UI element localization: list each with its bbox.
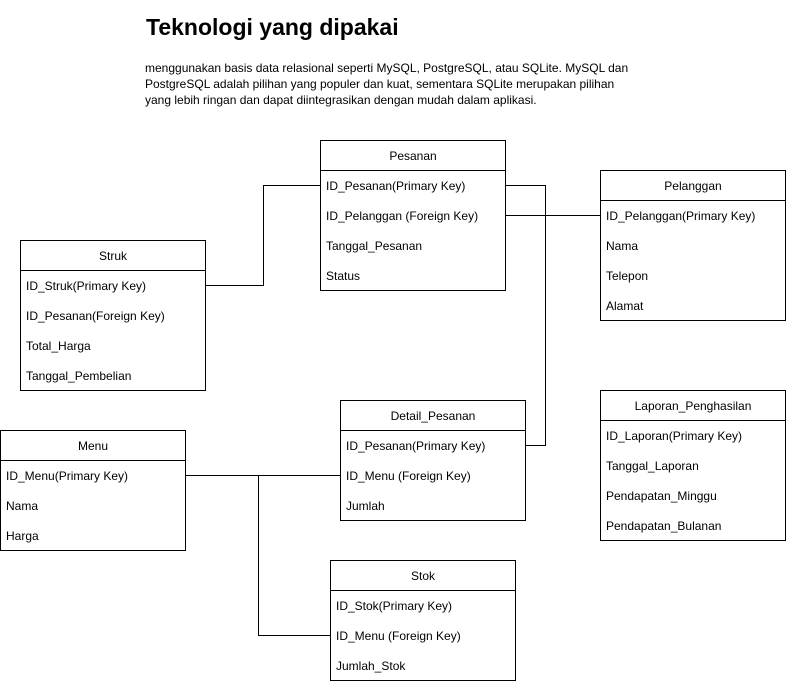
entity-field: Tanggal_Pembelian: [26, 369, 132, 383]
entity-field: Harga: [6, 529, 39, 543]
entity-field: ID_Laporan(Primary Key): [606, 429, 743, 443]
entity-field: Pendapatan_Minggu: [606, 489, 717, 503]
description-line: yang lebih ringan dan dapat diintegrasik…: [145, 93, 537, 107]
entity-field: Tanggal_Pesanan: [326, 239, 423, 253]
entity-struk[interactable]: Struk ID_Struk(Primary Key) ID_Pesanan(F…: [20, 240, 206, 391]
connector-pesanan-detail: [505, 185, 546, 446]
entity-field: ID_Menu (Foreign Key): [346, 469, 471, 483]
entity-title: Pesanan: [321, 141, 505, 171]
entity-field: Status: [326, 269, 361, 283]
description-line: menggunakan basis data relasional sepert…: [145, 61, 629, 75]
entity-title: Detail_Pesanan: [341, 401, 525, 431]
description: menggunakan basis data relasional sepert…: [145, 60, 645, 108]
entity-field: Jumlah: [346, 499, 385, 513]
entity-title: Pelanggan: [601, 171, 785, 201]
entity-field: Jumlah_Stok: [336, 659, 406, 673]
entity-title: Menu: [1, 431, 185, 461]
entity-title: Laporan_Penghasilan: [601, 391, 785, 421]
entity-stok[interactable]: Stok ID_Stok(Primary Key) ID_Menu (Forei…: [330, 560, 516, 681]
entity-field: Alamat: [606, 299, 644, 313]
entity-field: Telepon: [606, 269, 649, 283]
description-line: PostgreSQL adalah pilihan yang populer d…: [145, 77, 615, 91]
entity-field: Tanggal_Laporan: [606, 459, 699, 473]
entity-title: Struk: [21, 241, 205, 271]
entity-field: ID_Pesanan(Foreign Key): [26, 309, 165, 323]
page-title: Teknologi yang dipakai: [146, 14, 399, 40]
entity-field: Nama: [606, 239, 639, 253]
entity-laporan-penghasilan[interactable]: Laporan_Penghasilan ID_Laporan(Primary K…: [600, 390, 786, 541]
entity-detail-pesanan[interactable]: Detail_Pesanan ID_Pesanan(Primary Key) I…: [340, 400, 526, 521]
entity-field: ID_Menu(Primary Key): [6, 469, 129, 483]
entity-pelanggan[interactable]: Pelanggan ID_Pelanggan(Primary Key) Nama…: [600, 170, 786, 321]
entity-field: ID_Stok(Primary Key): [336, 599, 453, 613]
entity-field: Total_Harga: [26, 339, 91, 353]
entity-field: Nama: [6, 499, 39, 513]
entity-field: Pendapatan_Bulanan: [606, 519, 722, 533]
entity-field: ID_Pesanan(Primary Key): [326, 179, 466, 193]
entity-pesanan[interactable]: Pesanan ID_Pesanan(Primary Key) ID_Pelan…: [320, 140, 506, 291]
connector-menu-stok: [258, 475, 331, 636]
entity-menu[interactable]: Menu ID_Menu(Primary Key) Nama Harga: [0, 430, 186, 551]
entity-field: ID_Pelanggan (Foreign Key): [326, 209, 479, 223]
connector-struk-pesanan: [205, 185, 321, 286]
entity-field: ID_Pelanggan(Primary Key): [606, 209, 756, 223]
entity-field: ID_Menu (Foreign Key): [336, 629, 461, 643]
entity-title: Stok: [331, 561, 515, 591]
entity-field: ID_Pesanan(Primary Key): [346, 439, 486, 453]
entity-field: ID_Struk(Primary Key): [26, 279, 147, 293]
